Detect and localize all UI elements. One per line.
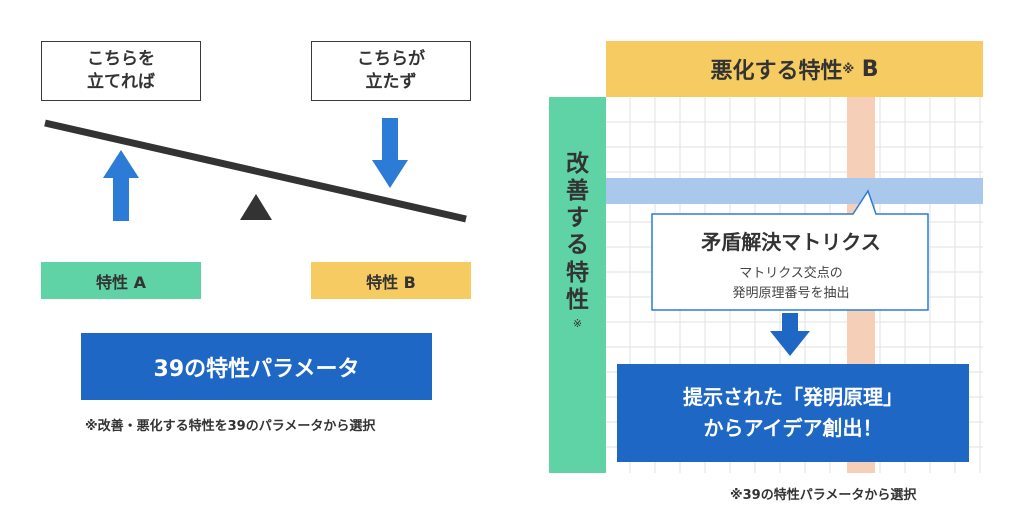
- up-arrow-icon: [103, 150, 139, 221]
- box-raise-this: こちらを 立てれば: [41, 41, 201, 101]
- trait-a-label: 特性 A: [41, 262, 201, 299]
- side-char: 性: [566, 286, 589, 313]
- callout-line-2: 発明原理番号を抽出: [732, 286, 850, 301]
- parameter-button: 39の特性パラメータ: [81, 333, 432, 400]
- highlight-row: [606, 178, 983, 204]
- callout-line-1: マトリクス交点の: [739, 266, 843, 281]
- down-arrow-icon: [372, 118, 408, 188]
- trait-b-label: 特性 B: [311, 262, 471, 299]
- result-line-2: からアイデア創出！: [703, 416, 883, 440]
- improving-feature-header: 改 善 す る 特 性 ※: [549, 97, 606, 473]
- side-char: 善: [566, 178, 589, 205]
- callout-title: 矛盾解決マトリクス: [701, 230, 881, 254]
- fulcrum-triangle: [240, 194, 272, 220]
- side-char: 特: [566, 259, 589, 286]
- improving-header-text: 改 善 す る 特 性 ※: [549, 151, 606, 331]
- worsening-header-mark: ※: [842, 62, 855, 76]
- callout-bubble: [651, 189, 929, 311]
- side-char: す: [566, 205, 589, 232]
- worsening-feature-header: 悪化する特性※ B: [606, 41, 983, 97]
- down-arrow-icon: [770, 313, 810, 356]
- result-box: 提示された「発明原理」 からアイデア創出！: [617, 364, 969, 462]
- worsening-header-suffix: B: [854, 56, 879, 82]
- side-header-mark: ※: [572, 316, 583, 330]
- side-char: 改: [566, 151, 589, 177]
- seesaw-beam: [44, 119, 467, 223]
- result-line-1: 提示された「発明原理」: [683, 385, 903, 409]
- side-char: る: [566, 232, 589, 259]
- worsening-header-text: 悪化する特性: [710, 59, 843, 84]
- box-other-falls: こちらが 立たず: [311, 41, 471, 101]
- left-footnote: ※改善・悪化する特性を39のパラメータから選択: [85, 419, 376, 434]
- seesaw-illustration: [44, 118, 467, 223]
- right-footnote: ※39の特性パラメータから選択: [730, 488, 917, 503]
